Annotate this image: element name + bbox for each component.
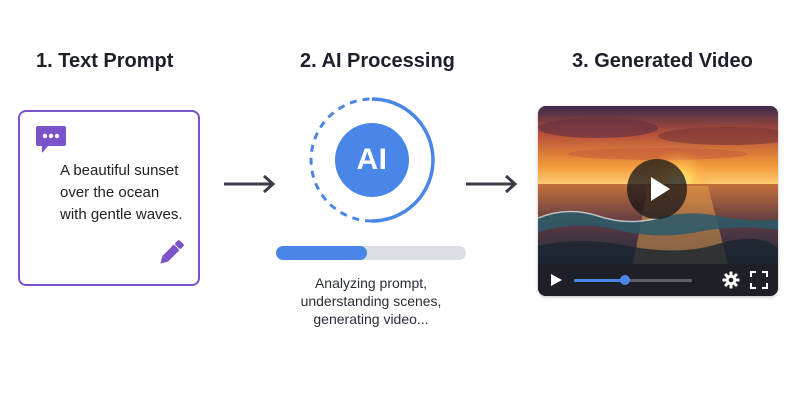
- gear-icon[interactable]: [722, 271, 740, 289]
- step-title-text-prompt: 1. Text Prompt: [36, 50, 173, 73]
- fullscreen-icon[interactable]: [750, 271, 768, 289]
- progress-fill: [276, 246, 367, 260]
- seek-progress: [574, 279, 625, 282]
- video-controls-bar: [538, 264, 778, 296]
- chat-bubble-icon: [34, 124, 68, 156]
- video-player[interactable]: [538, 106, 778, 296]
- step-title-ai-processing: 2. AI Processing: [300, 50, 455, 73]
- step-title-generated-video: 3. Generated Video: [572, 50, 753, 73]
- play-icon[interactable]: [548, 272, 564, 288]
- play-icon: [627, 159, 687, 219]
- prompt-text: A beautiful sunset over the ocean with g…: [60, 160, 190, 226]
- processing-progress-bar: [276, 246, 466, 260]
- flow-arrow-icon: [464, 172, 520, 196]
- play-overlay-button[interactable]: [627, 159, 687, 219]
- processing-status-text: Analyzing prompt, understanding scenes, …: [276, 274, 466, 328]
- seek-handle[interactable]: [620, 275, 630, 285]
- pencil-icon[interactable]: [154, 236, 188, 270]
- prompt-card[interactable]: A beautiful sunset over the ocean with g…: [18, 110, 200, 286]
- seek-bar[interactable]: [574, 279, 692, 282]
- flow-arrow-icon: [222, 172, 278, 196]
- ai-badge: AI: [306, 94, 438, 226]
